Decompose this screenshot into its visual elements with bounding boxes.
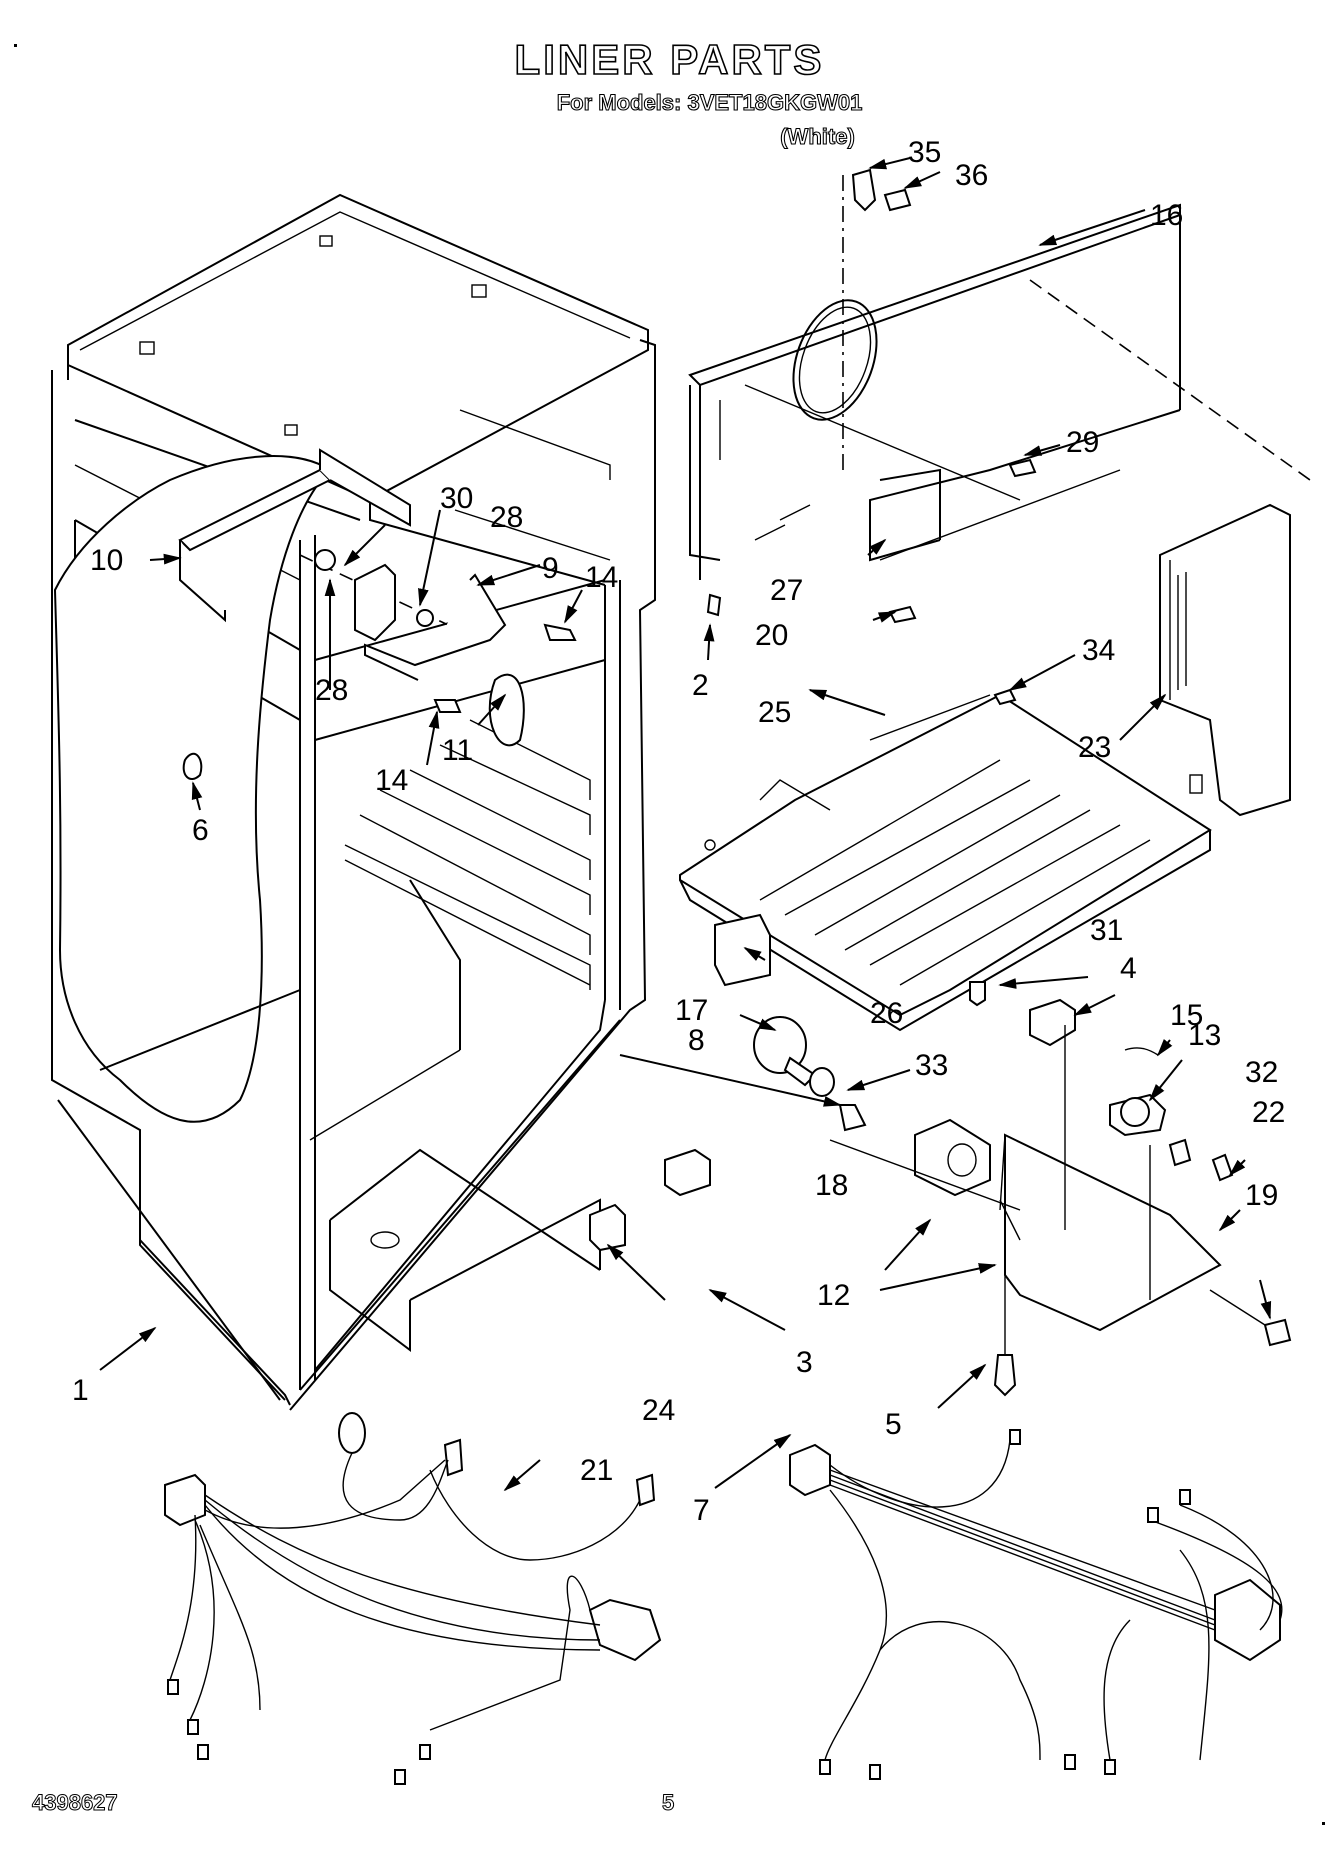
models-line: For Models: 3VET18GKGW01	[556, 89, 863, 115]
callout-8: 8	[688, 1024, 705, 1057]
callout-15: 15	[1170, 999, 1203, 1032]
callout-7: 7	[693, 1494, 710, 1527]
callout-28b: 28	[315, 674, 348, 707]
wiring-harness-21	[164, 1412, 662, 1785]
callout-28a: 28	[490, 501, 523, 534]
corner-mark-bottom-right	[1322, 1822, 1325, 1825]
callout-14a: 14	[585, 561, 618, 594]
callout-17: 17	[675, 994, 708, 1027]
callout-19: 19	[1245, 1179, 1278, 1212]
callout-2: 2	[692, 669, 709, 702]
callout-1: 1	[72, 1374, 89, 1407]
callout-29: 29	[1066, 426, 1099, 459]
leader-lines	[99, 157, 1272, 1492]
shelf-trough-assembly	[679, 688, 1212, 1032]
wiring-harness-7	[789, 1429, 1283, 1780]
callout-32: 32	[1245, 1056, 1278, 1089]
callout-6: 6	[192, 814, 209, 847]
document-number: 4398627	[32, 1790, 119, 1816]
callout-10: 10	[90, 544, 123, 577]
callout-34: 34	[1082, 634, 1115, 667]
callout-26: 26	[870, 997, 903, 1030]
page-number: 5	[661, 1790, 675, 1816]
callout-11: 11	[442, 734, 473, 767]
control-bracket-assembly	[178, 448, 577, 780]
callout-14b: 14	[375, 764, 408, 797]
evaporator-cover	[1159, 503, 1291, 817]
corner-mark-top-left	[14, 44, 17, 47]
callout-21: 21	[580, 1454, 613, 1487]
callout-30: 30	[440, 482, 473, 515]
callout-22: 22	[1252, 1096, 1285, 1129]
callout-labels: 1 2 3 4 5 6 7 8 9 10 11 12 13 14 14 15 1…	[72, 136, 1285, 1527]
small-parts	[589, 913, 1292, 1397]
callout-27: 27	[770, 574, 803, 607]
callout-24: 24	[642, 1394, 675, 1427]
callout-4: 4	[1120, 952, 1137, 985]
callout-16: 16	[1150, 199, 1183, 232]
callout-35: 35	[908, 136, 941, 169]
callout-33: 33	[915, 1049, 948, 1082]
callout-23: 23	[1078, 731, 1111, 764]
callout-3: 3	[796, 1346, 813, 1379]
color-line: (White)	[780, 123, 856, 149]
page-title: LINER PARTS	[514, 35, 825, 84]
callout-12: 12	[817, 1279, 850, 1312]
liner-cabinet	[51, 193, 656, 1411]
callout-18: 18	[815, 1169, 848, 1202]
callout-9: 9	[542, 552, 559, 585]
callout-25: 25	[758, 696, 791, 729]
callout-5: 5	[885, 1408, 902, 1441]
callout-20: 20	[755, 619, 788, 652]
rear-panel-assembly	[688, 168, 1311, 624]
callout-13: 13	[1188, 1019, 1221, 1052]
callout-36: 36	[955, 159, 988, 192]
callout-31: 31	[1090, 914, 1123, 947]
